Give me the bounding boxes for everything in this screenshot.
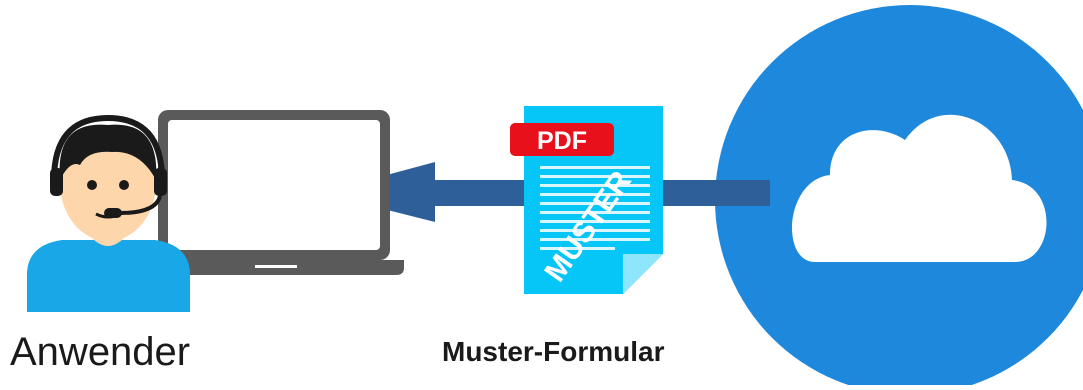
form-label: Muster-Formular (442, 336, 665, 367)
laptop-icon (158, 110, 404, 275)
user-hair (59, 124, 157, 180)
user-label: Anwender (10, 330, 191, 374)
pdf-document-icon: PDF MUSTER (510, 106, 663, 294)
pdf-badge (510, 123, 614, 156)
document-text-lines (540, 166, 650, 250)
headset-band (51, 114, 165, 181)
cloud-service (715, 5, 1083, 390)
user-shirt (27, 240, 190, 312)
headset-mic (104, 208, 122, 218)
user-headset-icon (27, 114, 190, 312)
pdf-badge-label: PDF (537, 127, 587, 155)
cloud-icon (792, 114, 1047, 262)
